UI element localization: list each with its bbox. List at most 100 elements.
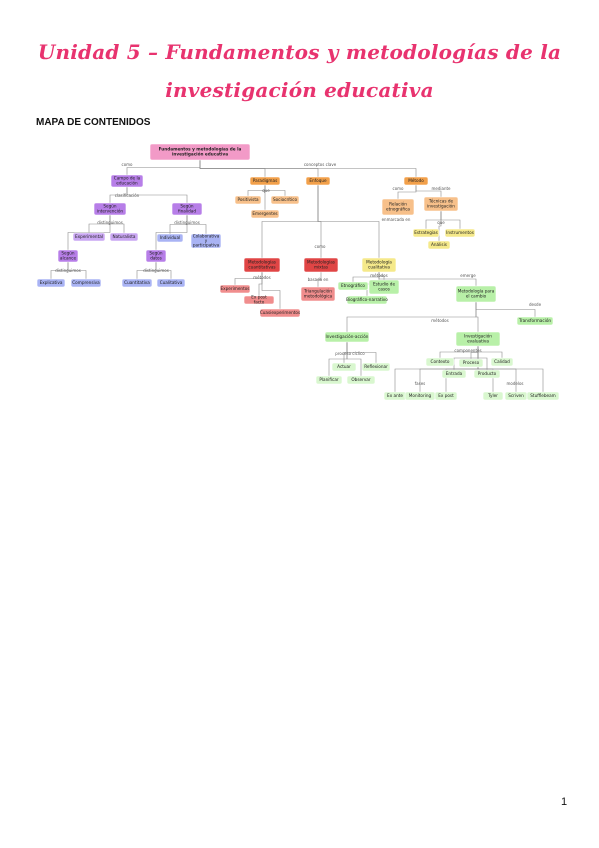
node-box (455, 285, 497, 303)
node-naturalista: Naturalista (109, 232, 139, 242)
node-label: Biográfico-narrativo (346, 297, 388, 302)
node-label: y (205, 238, 208, 243)
node-label: Monitoring (409, 393, 432, 398)
node-root: Fundamentos y metodologías de lainvestig… (149, 143, 251, 161)
node-box (250, 209, 280, 219)
node-label: Metodología para (458, 289, 495, 294)
node-entrada: Entrada (441, 369, 467, 379)
connector-fases: fases (415, 381, 426, 386)
node-label: Instrumentos (446, 230, 474, 235)
edge-segun_finalidad-colaborativa (186, 215, 207, 234)
connector-clasificacion: clasificación (115, 193, 140, 198)
edge-metodo-tecnicas (415, 185, 442, 197)
node-label: intervención (97, 208, 123, 213)
edge-enfoque-metodologia_cualitativa (317, 185, 380, 258)
node-label: Según (61, 251, 75, 256)
node-label: Estudio de (373, 282, 395, 287)
node-box (361, 257, 397, 273)
node-label: Actuar (337, 364, 351, 369)
connector-como: como (122, 162, 134, 167)
node-label: Enfoque (309, 178, 327, 183)
node-transformacion: Transformación (516, 316, 554, 326)
node-cuantitativa: Cuantitativa (121, 278, 153, 288)
connector-distinguimos: distinguimos (174, 220, 200, 225)
node-box (249, 176, 281, 186)
node-label: facto (254, 299, 265, 304)
connector-que: que (437, 220, 445, 225)
concept-map-edges (50, 160, 544, 392)
node-label: Cualitativa (160, 280, 183, 285)
edge-metodologias_mixtas-triangulacion (317, 272, 322, 287)
node-label: Entrada (446, 371, 463, 376)
node-box (36, 278, 66, 288)
node-box (427, 240, 451, 250)
connector-distinguimos: distinguimos (143, 268, 169, 273)
node-box (516, 316, 554, 326)
node-box (361, 362, 391, 372)
node-label: el cambio (466, 293, 487, 298)
node-etnografico: Etnográfico (337, 281, 369, 291)
node-label: Triangulación (303, 289, 332, 294)
node-box (93, 202, 127, 216)
edge-investigacion_accion-observar (346, 342, 362, 376)
node-label: Según (103, 204, 117, 209)
node-label: Explicativa (40, 280, 63, 285)
document-title-line-2: investigación educativa (165, 78, 434, 102)
node-label: Metodologías (248, 260, 276, 265)
node-box (482, 391, 504, 401)
connector-como: como (393, 186, 405, 191)
node-box (72, 232, 106, 242)
node-label: educación (116, 180, 138, 185)
node-proceso: Proceso (458, 358, 484, 368)
connector-metodos: métodos (253, 275, 270, 280)
node-box (303, 257, 339, 273)
node-label: Método (408, 178, 424, 183)
node-box (526, 391, 560, 401)
node-box (243, 295, 275, 305)
node-label: mixtas (314, 264, 328, 269)
node-label: Técnicas de (428, 199, 454, 204)
node-tyler: Tyler (482, 391, 504, 401)
node-contexto: Contexto (425, 357, 455, 367)
node-box (190, 233, 222, 249)
node-label: Campo de la (114, 176, 141, 181)
node-box (403, 176, 429, 186)
connector-como: como (315, 244, 327, 249)
node-box (109, 232, 139, 242)
node-cuasiexperimentos: Cuasiexperimentos (259, 308, 301, 318)
node-label: Reflexionar (364, 364, 388, 369)
node-box (300, 286, 336, 302)
connector-mediante: mediante (431, 186, 451, 191)
node-label: Etnográfico (341, 283, 365, 288)
node-label: Experimentos (221, 286, 250, 291)
node-planificar: Planificar (315, 375, 343, 385)
concept-map-connectors: como conceptos clave clasificación distingu… (55, 162, 541, 386)
connector-distinguimos: distinguimos (55, 268, 81, 273)
node-label: Planificar (319, 377, 339, 382)
edge-metodologia_cambio-transformacion (475, 302, 536, 317)
node-label: metodológica (304, 293, 333, 298)
connector-conceptos-clave: conceptos clave (304, 162, 337, 167)
edge-campo-segun_finalidad (126, 187, 188, 203)
node-label: Fundamentos y metodologías de la (159, 147, 242, 152)
node-box (270, 195, 300, 205)
node-box (243, 257, 281, 273)
node-box (219, 284, 251, 294)
connector-que: que (262, 188, 270, 193)
node-actuar: Actuar (331, 362, 357, 372)
node-biografico: Biográfico-narrativo (346, 295, 388, 305)
section-heading: MAPA DE CONTENIDOS (36, 117, 151, 128)
node-cualitativa: Cualitativa (156, 278, 186, 288)
node-label: cualitativa (368, 264, 390, 269)
connector-distinguimos: distinguimos (97, 220, 123, 225)
connector-modelos: modelos (507, 381, 524, 386)
node-label: Positivista (237, 197, 259, 202)
edge-investigacion_evaluativa-stufflebeam (477, 346, 544, 392)
node-label: etnográfica (386, 206, 410, 211)
node-label: Cuasiexperimentos (260, 310, 300, 315)
